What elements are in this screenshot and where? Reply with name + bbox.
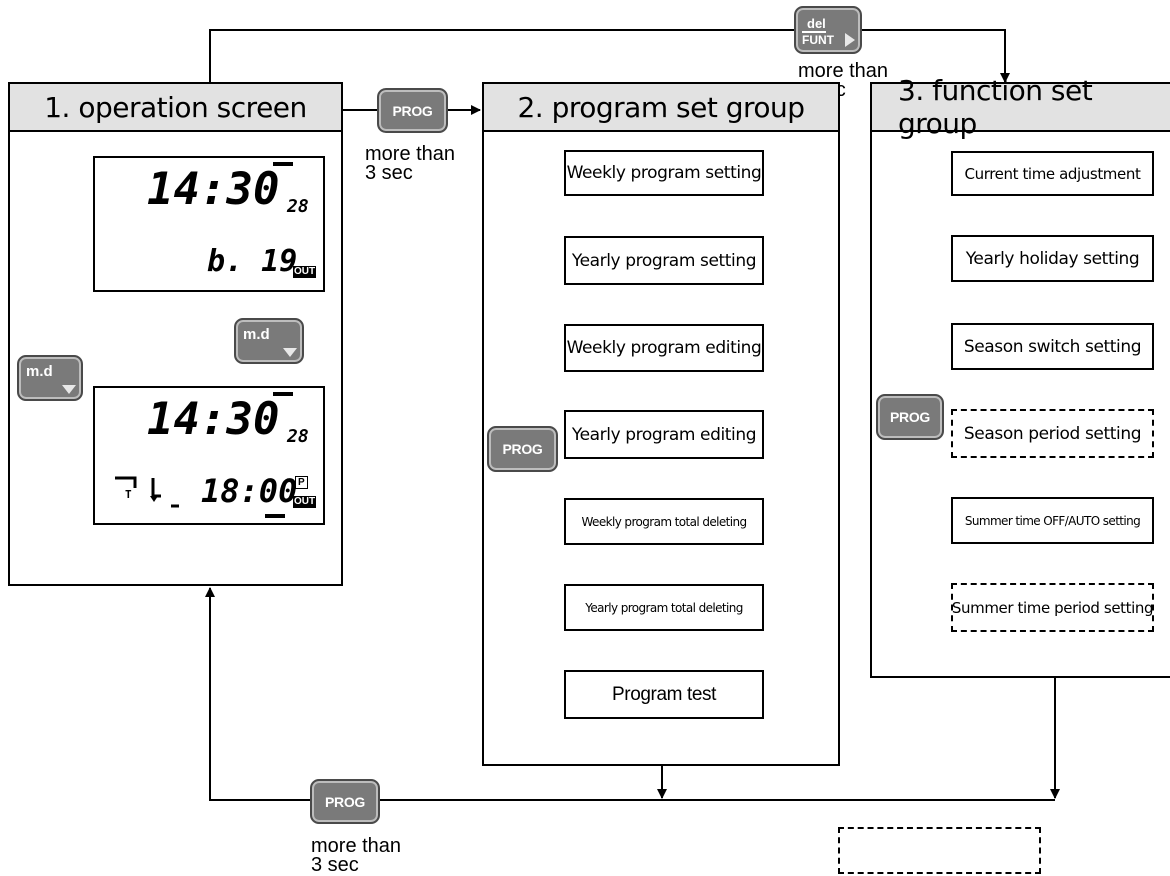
channel-status-icon (115, 476, 179, 508)
lcd-segment-bar (273, 162, 293, 166)
prog-button-label: PROG (324, 793, 366, 810)
md-button[interactable]: m.d (234, 318, 304, 364)
prog-button[interactable]: PROG (377, 88, 448, 133)
lcd-time: 14:30 (147, 394, 280, 445)
step-summer-time-off-auto-setting[interactable]: Summer time OFF/AUTO setting (951, 497, 1154, 544)
lcd-time: 14:30 (147, 164, 280, 215)
function-set-panel-title: 3. function set group (870, 74, 1170, 140)
step-weekly-program-setting[interactable]: Weekly program setting (564, 150, 764, 196)
step-summer-time-period-setting[interactable]: Summer time period setting (951, 583, 1154, 632)
prog-button-label: PROG (889, 409, 931, 425)
step-weekly-program-total-deleting[interactable]: Weekly program total deleting (564, 498, 764, 545)
hold-note-more-than: more than (798, 60, 889, 82)
down-triangle-icon (283, 348, 297, 357)
prog-button-label: PROG (502, 441, 543, 457)
step-yearly-holiday-setting[interactable]: Yearly holiday setting (951, 235, 1154, 282)
hold-note-more-than: more than (311, 835, 402, 857)
prog-button[interactable]: PROG (487, 426, 558, 472)
step-season-switch-setting[interactable]: Season switch setting (951, 323, 1154, 370)
lcd-segment-bar (273, 392, 293, 396)
hold-note-3-sec: 3 sec (365, 162, 413, 184)
step-season-period-setting[interactable]: Season period setting (951, 409, 1154, 458)
hold-note-more-than: more than (365, 143, 456, 165)
prog-button[interactable]: PROG (310, 779, 380, 824)
step-program-test[interactable]: Program test (564, 670, 764, 719)
down-triangle-icon (62, 385, 76, 394)
lcd-program-time: 18:00 (201, 472, 298, 510)
lcd-display-top: 14:30 28 b. 19 OUT (93, 156, 325, 292)
lcd-segment-bar (265, 514, 285, 518)
program-set-panel-title: 2. program set group (482, 82, 840, 132)
step-yearly-program-editing[interactable]: Yearly program editing (564, 410, 764, 459)
lcd-t-label: T (125, 488, 132, 501)
lcd-display-bottom: 14:30 28 T 18:00 P OUT (93, 386, 325, 525)
md-button[interactable]: m.d (17, 355, 83, 401)
funt-label: FUNT (802, 32, 834, 47)
step-yearly-program-total-deleting[interactable]: Yearly program total deleting (564, 584, 764, 631)
prog-button[interactable]: PROG (876, 394, 944, 440)
lcd-p-tag: P (295, 476, 308, 489)
dashed-legend-box (838, 827, 1041, 874)
lcd-seconds: 28 (287, 426, 309, 447)
prog-button-label: PROG (392, 102, 433, 119)
operation-panel-title: 1. operation screen (8, 82, 343, 132)
right-triangle-icon (845, 33, 855, 47)
md-button-label: m.d (243, 326, 270, 343)
lcd-out-tag: OUT (293, 496, 317, 508)
md-button-label: m.d (26, 363, 53, 380)
del-label: del (802, 16, 826, 33)
lcd-value: b. 19 (207, 244, 298, 279)
lcd-out-tag: OUT (293, 266, 317, 278)
step-yearly-program-setting[interactable]: Yearly program setting (564, 236, 764, 285)
del-funt-button[interactable]: del FUNT (794, 6, 862, 54)
step-weekly-program-editing[interactable]: Weekly program editing (564, 324, 764, 372)
step-current-time-adjustment[interactable]: Current time adjustment (951, 151, 1154, 196)
hold-note-3-sec: 3 sec (311, 854, 359, 876)
lcd-seconds: 28 (287, 196, 309, 217)
